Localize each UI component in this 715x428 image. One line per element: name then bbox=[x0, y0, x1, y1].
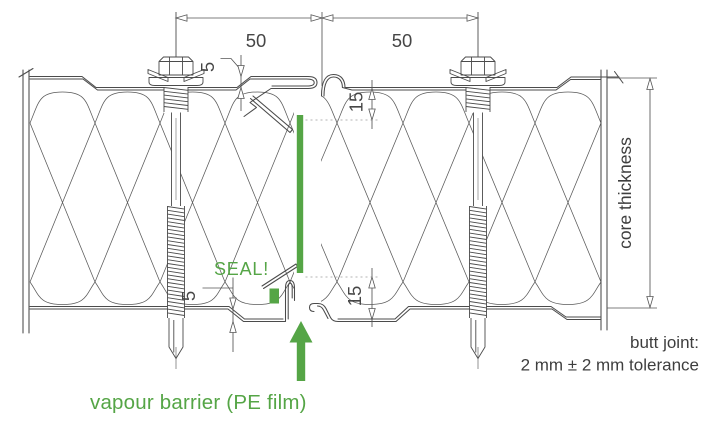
dim-15-top: 15 bbox=[346, 92, 367, 113]
vapour-barrier-arrow bbox=[289, 321, 313, 381]
panel-right-cut-edge bbox=[600, 69, 608, 331]
mineral-wool-core-left bbox=[29, 91, 294, 305]
dim-5-bottom: 5 bbox=[178, 291, 199, 301]
screw-right bbox=[449, 11, 507, 370]
bottom-sheet-right-inner bbox=[316, 305, 602, 320]
core-thickness-dimension bbox=[606, 77, 657, 309]
panel-left-cut-edge bbox=[18, 67, 34, 334]
panel-right-sheets bbox=[308, 69, 624, 331]
dim-5-top: 5 bbox=[197, 62, 218, 72]
butt-joint-note-line1: butt joint: bbox=[630, 333, 699, 352]
top-sheet-left-outer bbox=[29, 75, 318, 118]
dim-50-left: 50 bbox=[246, 30, 267, 51]
labels: 50 50 5 5 15 15 core thickness butt join… bbox=[90, 30, 699, 414]
mineral-wool-core-right bbox=[321, 91, 602, 305]
top-sheet-right-inner bbox=[323, 76, 602, 97]
vapour-barrier-label: vapour barrier (PE film) bbox=[90, 391, 307, 414]
dim-15-bottom: 15 bbox=[344, 286, 365, 307]
seal-marker bbox=[269, 288, 279, 304]
dim-50-right: 50 bbox=[392, 30, 413, 51]
bottom-step-dimension bbox=[202, 277, 234, 352]
core-thickness-label: core thickness bbox=[615, 137, 635, 249]
vapour-barrier-markings bbox=[269, 115, 313, 381]
bottom-sheet-left-outer bbox=[29, 279, 296, 323]
top-sheet-left-inner bbox=[29, 78, 315, 91]
bottom-sheet-left-inner bbox=[29, 282, 293, 320]
top-step-dimension bbox=[220, 55, 242, 111]
screw-left bbox=[147, 11, 205, 370]
top-sheet-right-outer bbox=[320, 70, 624, 97]
dimension-arrowheads bbox=[174, 14, 654, 333]
vapour-barrier-film bbox=[296, 115, 304, 273]
reference-lines bbox=[305, 119, 381, 278]
seal-label: SEAL! bbox=[214, 259, 269, 279]
panel-left-sheets bbox=[18, 67, 318, 334]
bottom-sheet-right-outer bbox=[308, 302, 602, 323]
butt-joint-note-line2: 2 mm ± 2 mm tolerance bbox=[521, 356, 699, 375]
dimension-lines bbox=[176, 12, 657, 352]
top-joint-flap bbox=[249, 95, 294, 134]
